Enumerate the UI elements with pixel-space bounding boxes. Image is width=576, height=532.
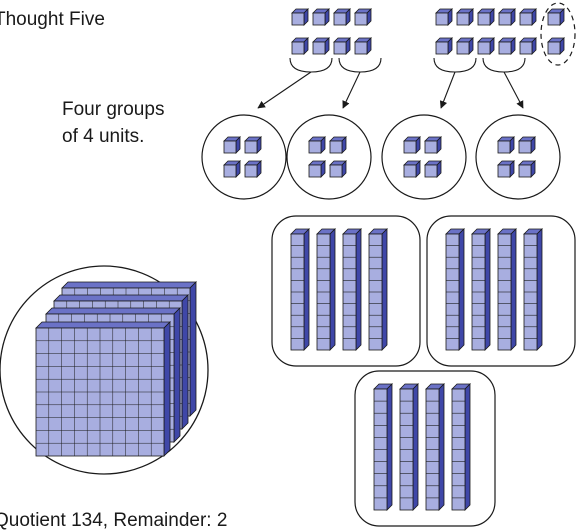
remainder-unit-cube <box>547 37 565 55</box>
unit-cube <box>223 160 241 178</box>
group-arrow <box>257 71 312 109</box>
unit-cube <box>223 136 241 154</box>
group-arrow <box>439 71 456 109</box>
ten-rod <box>342 228 362 351</box>
unit-cube <box>477 8 495 26</box>
group-arrow <box>503 71 524 109</box>
tens-rod-groups <box>271 215 576 527</box>
groups-label-line2: of 4 units. <box>62 126 145 147</box>
hundreds-circle <box>0 265 209 475</box>
unit-group-circle <box>475 114 561 200</box>
unit-cube <box>456 37 474 55</box>
unit-cube <box>329 160 347 178</box>
unit-cube <box>244 160 262 178</box>
answer-label: Quotient 134, Remainder: 2 <box>0 510 228 531</box>
unit-cube <box>291 8 309 26</box>
unit-cube <box>403 136 421 154</box>
hundred-flat <box>35 321 171 457</box>
ten-rod <box>316 228 336 351</box>
unit-cube <box>477 37 495 55</box>
group-arrow <box>342 71 361 109</box>
unit-cube <box>424 136 442 154</box>
unit-cube <box>312 37 330 55</box>
unit-groups <box>201 114 561 200</box>
unit-group-circle <box>286 114 372 200</box>
unit-cube <box>354 37 372 55</box>
ten-rod <box>445 228 465 351</box>
pair-bracket <box>338 57 382 73</box>
unit-cube <box>333 8 351 26</box>
unit-cube <box>291 37 309 55</box>
groups-label-line1: Four groups <box>62 99 165 120</box>
unit-cube <box>456 8 474 26</box>
pair-bracket <box>289 57 333 73</box>
unit-cube <box>518 160 536 178</box>
hundreds-flats <box>0 265 209 475</box>
unit-cube <box>497 160 515 178</box>
unit-cube <box>519 37 537 55</box>
ten-rod <box>451 383 471 511</box>
unit-cube <box>312 8 330 26</box>
ten-rod <box>497 228 517 351</box>
unit-group-circle <box>201 114 287 200</box>
unit-group-circle <box>381 114 467 200</box>
ten-rod <box>523 228 543 351</box>
tens-group <box>354 370 496 527</box>
pair-bracket <box>433 57 477 73</box>
grouping-arrows <box>257 71 524 109</box>
ten-rod <box>373 383 393 511</box>
unit-cube <box>308 160 326 178</box>
ten-rod <box>471 228 491 351</box>
unit-cubes-row <box>291 8 565 55</box>
unit-cube <box>498 37 516 55</box>
unit-cube <box>403 160 421 178</box>
ten-rod <box>368 228 388 351</box>
pair-bracket <box>482 57 526 73</box>
unit-cube <box>329 136 347 154</box>
unit-cube <box>308 136 326 154</box>
page-title: Thought Five <box>0 9 105 30</box>
remainder-dashed-outline <box>540 2 576 66</box>
unit-cube <box>354 8 372 26</box>
ten-rod <box>399 383 419 511</box>
unit-cube <box>333 37 351 55</box>
unit-cube <box>498 8 516 26</box>
ten-rod <box>425 383 445 511</box>
tens-group <box>426 215 576 367</box>
tens-group <box>271 215 421 367</box>
groups-label: Four groups of 4 units. <box>62 96 164 150</box>
unit-cube <box>244 136 262 154</box>
grouping-brackets <box>289 57 526 73</box>
unit-cube <box>497 136 515 154</box>
ten-rod <box>290 228 310 351</box>
unit-cube <box>435 37 453 55</box>
unit-cube <box>519 8 537 26</box>
unit-cube <box>518 136 536 154</box>
unit-cube <box>424 160 442 178</box>
unit-cube <box>435 8 453 26</box>
remainder-unit-cube <box>547 8 565 26</box>
